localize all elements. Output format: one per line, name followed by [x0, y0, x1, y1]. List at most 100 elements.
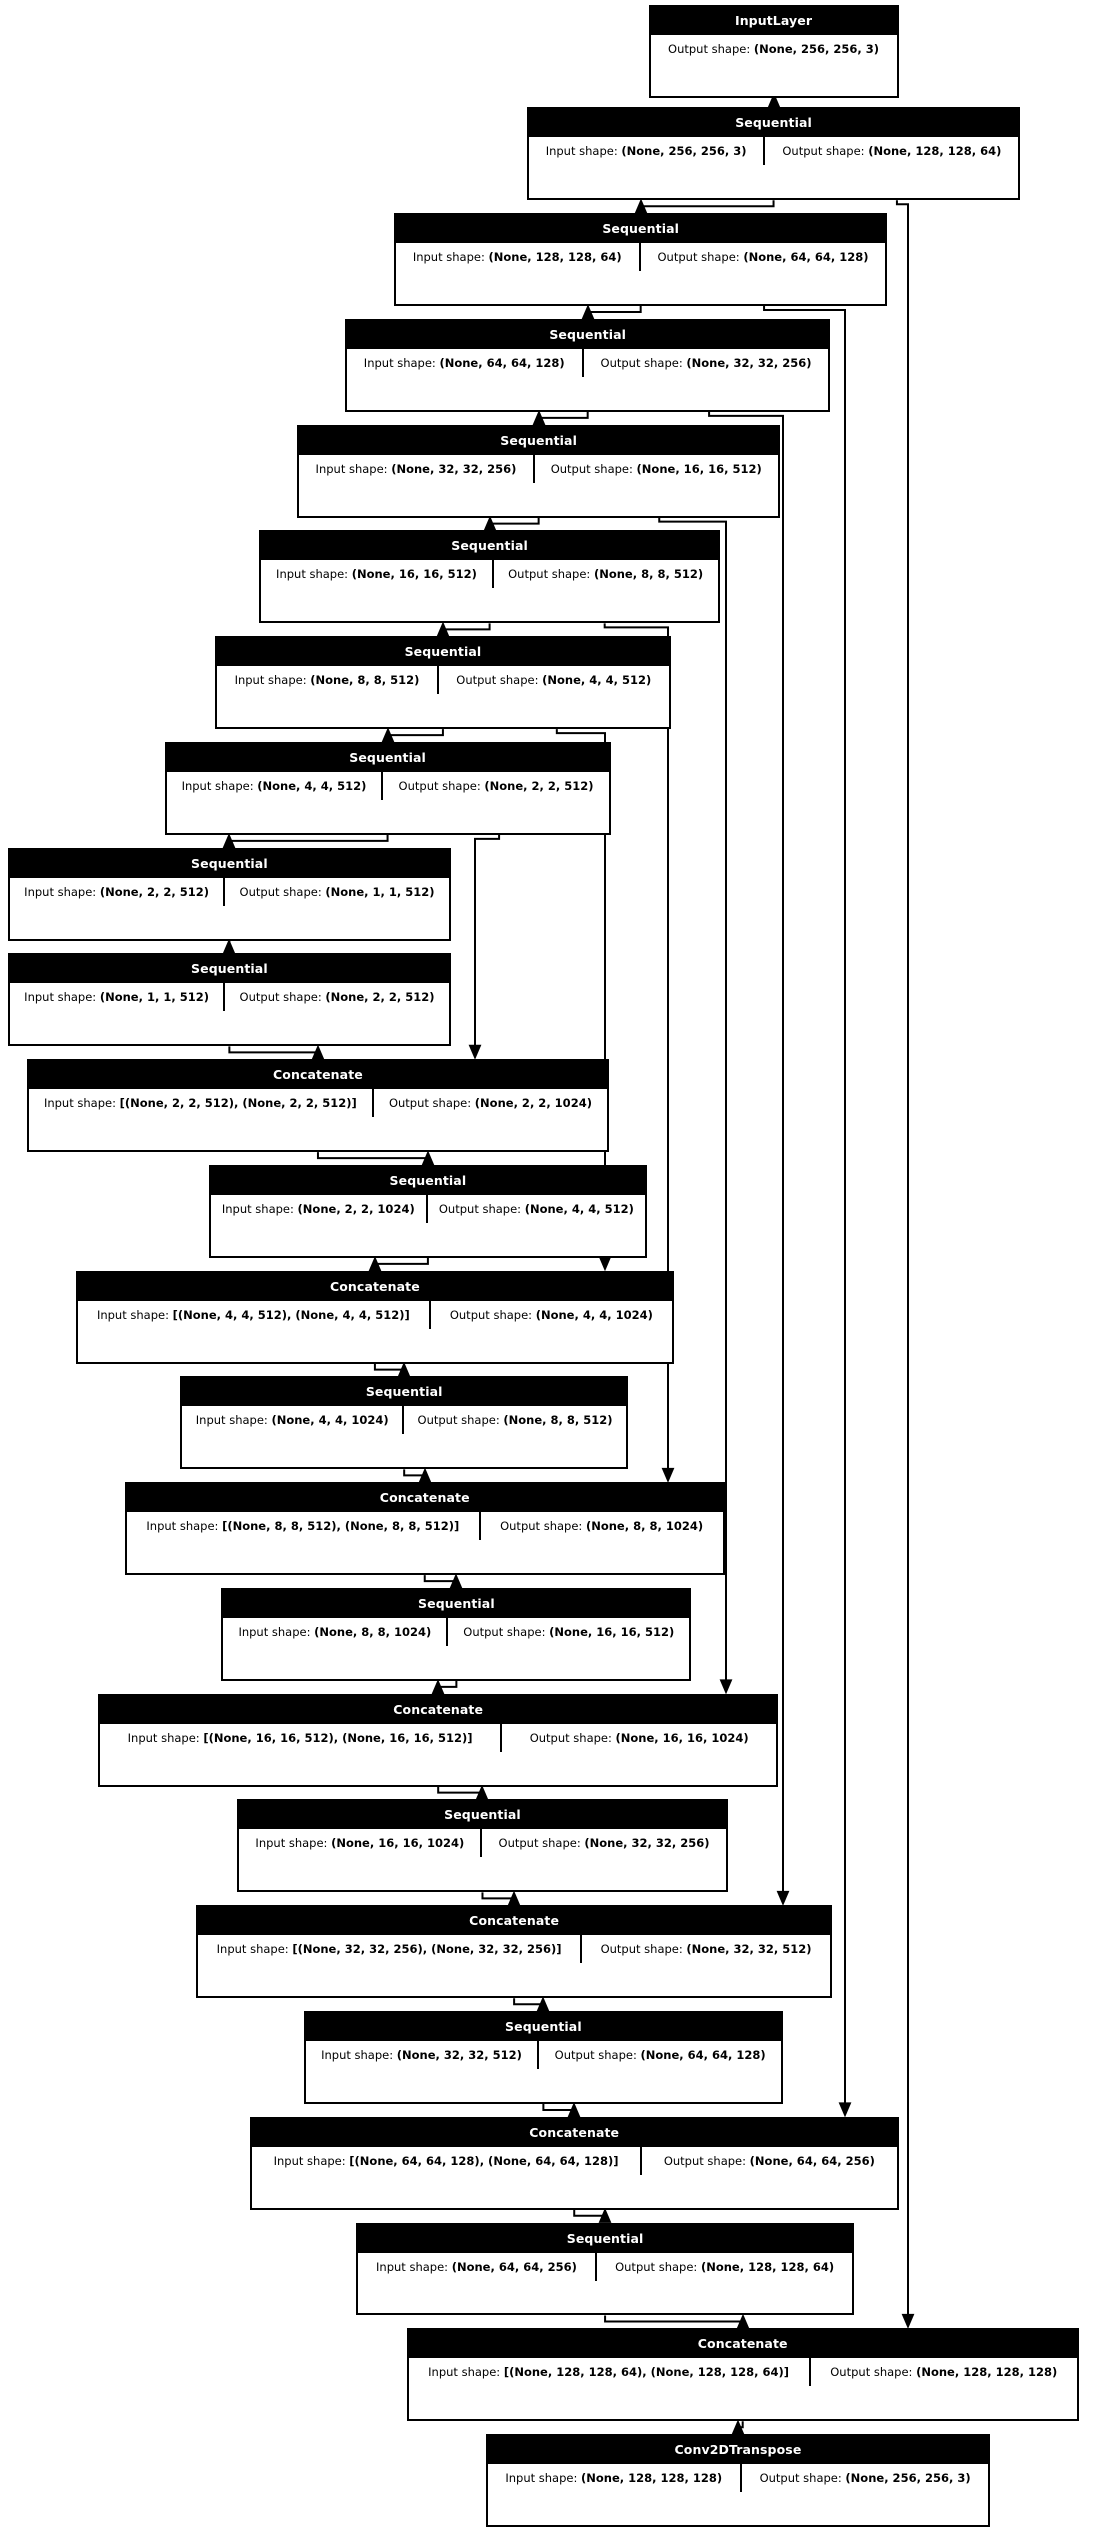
node-title: Concatenate	[126, 1484, 723, 1513]
input-shape-value: [(None, 4, 4, 512), (None, 4, 4, 512)]	[172, 1307, 410, 1322]
input-shape-label: Input shape:	[216, 1942, 293, 1957]
input-shape-label: Input shape:	[412, 250, 489, 265]
node-shapes: Input shape: (None, 32, 32, 512) Output s…	[305, 2041, 782, 2069]
node-output-shape: Output shape: (None, 2, 2, 1024)	[373, 1089, 608, 1118]
input-shape-value: (None, 4, 4, 1024)	[271, 1413, 389, 1428]
node-output-shape: Output shape: (None, 128, 128, 64)	[765, 137, 1019, 166]
node-shapes: Input shape: (None, 16, 16, 512)Output s…	[261, 560, 718, 589]
output-shape-value: (None, 2, 2, 1024)	[474, 1096, 592, 1111]
input-shape-label: Input shape:	[428, 2365, 504, 2380]
output-shape-value: (None, 256, 256, 3)	[845, 2471, 971, 2486]
node-output-shape: Output shape: (None, 4, 4, 512)	[427, 1194, 645, 1223]
input-shape-label: Input shape:	[43, 1096, 120, 1111]
output-shape-label: Output shape:	[600, 355, 683, 370]
output-shape-value: (None, 64, 64, 256)	[749, 2153, 875, 2168]
node-input-shape: Input shape: (None, 4, 4, 512)	[166, 771, 384, 800]
node-shapes: Input shape: [(None, 8, 8, 512), (None, …	[126, 1512, 723, 1541]
input-shape-value: [(None, 2, 2, 512), (None, 2, 2, 512)]	[119, 1096, 357, 1111]
node-input-shape: Input shape: (None, 2, 2, 512)	[9, 877, 226, 906]
input-shape-label: Input shape:	[363, 355, 440, 370]
input-shape-value: (None, 32, 32, 256)	[391, 461, 517, 476]
output-shape-label: Output shape:	[554, 2048, 637, 2062]
input-shape-value: [(None, 8, 8, 512), (None, 8, 8, 512)]	[222, 1519, 460, 1534]
node-input-shape: Input shape: (None, 128, 128, 64)	[395, 243, 641, 272]
node-shapes: Input shape: (None, 1, 1, 512)Output sha…	[9, 983, 449, 1012]
input-shape-label: Input shape:	[315, 461, 392, 476]
node-input-shape: Input shape: (None, 32, 32, 512)	[305, 2041, 540, 2069]
node-shapes: Input shape: [(None, 64, 64, 128), (None…	[251, 2146, 897, 2175]
output-shape-label: Output shape:	[663, 2153, 747, 2168]
output-shape-label: Output shape:	[449, 1307, 533, 1322]
output-shape-label: Output shape:	[615, 2259, 698, 2274]
input-shape-label: Input shape:	[545, 144, 622, 159]
node-output-shape: Output shape: (None, 2, 2, 512)	[383, 771, 609, 800]
output-shape-label: Output shape:	[759, 2471, 842, 2486]
node-shapes: Input shape: (None, 8, 8, 512)Output sha…	[217, 666, 669, 695]
edge-direct	[573, 2207, 612, 2223]
node-title: Concatenate	[198, 1907, 831, 1936]
input-shape-label: Input shape:	[221, 1201, 298, 1216]
node-title: Sequential	[305, 2013, 782, 2041]
node-output-shape: Output shape: (None, 32, 32, 512)	[582, 1935, 831, 1964]
node-output-shape: Output shape: (None, 8, 8, 512)	[404, 1406, 626, 1435]
node-shapes: Input shape: (None, 128, 128, 64)Output …	[395, 243, 886, 272]
node-shapes: Input shape: (None, 2, 2, 1024)Output sh…	[210, 1194, 645, 1223]
output-shape-value: (None, 64, 64, 128)	[743, 250, 869, 265]
node-input-shape: Input shape: (None, 4, 4, 1024)	[182, 1406, 405, 1435]
input-shape-value: (None, 4, 4, 512)	[257, 778, 367, 793]
input-shape-label: Input shape:	[127, 1730, 204, 1745]
node-title: Sequential	[9, 955, 449, 984]
node-shapes: Input shape: [(None, 4, 4, 512), (None, …	[77, 1300, 672, 1329]
input-shape-label: Input shape:	[276, 567, 352, 582]
node-title: Sequential	[239, 1801, 726, 1830]
output-shape-value: (None, 128, 128, 64)	[868, 144, 1002, 159]
node-title: Sequential	[299, 426, 778, 455]
node-shapes: Input shape: (None, 2, 2, 512)Output sha…	[9, 877, 449, 906]
node-shapes: Input shape: (None, 8, 8, 1024)Output sh…	[223, 1617, 690, 1646]
edge-direct	[483, 515, 540, 531]
input-shape-label: Input shape:	[321, 2048, 397, 2062]
output-shape-label: Output shape:	[529, 1730, 612, 1745]
output-shape-label: Output shape:	[668, 41, 751, 56]
input-shape-value: [(None, 128, 128, 64), (None, 128, 128, …	[503, 2365, 790, 2380]
node-input-shape: Input shape: [(None, 64, 64, 128), (None…	[251, 2146, 643, 2175]
input-shape-value: (None, 128, 128, 128)	[581, 2471, 723, 2486]
edge-direct	[581, 304, 642, 320]
edge-direct	[423, 1573, 463, 1589]
input-shape-label: Input shape:	[24, 884, 100, 899]
output-shape-label: Output shape:	[417, 1413, 500, 1428]
node-shapes: Input shape: [(None, 128, 128, 64), (Non…	[408, 2358, 1077, 2387]
input-shape-value: [(None, 16, 16, 512), (None, 16, 16, 512…	[203, 1730, 473, 1745]
output-shape-value: (None, 8, 8, 512)	[503, 1413, 613, 1428]
node-output-shape: Output shape: (None, 128, 128, 64)	[596, 2252, 853, 2281]
node-input-shape: Input shape: (None, 16, 16, 1024)	[239, 1829, 483, 1858]
node-title: Concatenate	[28, 1061, 608, 1090]
input-shape-value: (None, 8, 8, 1024)	[314, 1624, 432, 1639]
edge-direct	[431, 1679, 458, 1695]
edge-direct	[228, 1044, 325, 1060]
node-shapes: Input shape: (None, 32, 32, 256)Output s…	[299, 454, 778, 483]
node-shapes: Input shape: (None, 16, 16, 1024)Output …	[239, 1829, 726, 1858]
node-title: Concatenate	[408, 2330, 1077, 2359]
node-title: Sequential	[9, 849, 449, 878]
input-shape-value: (None, 64, 64, 256)	[451, 2259, 577, 2274]
output-shape-value: (None, 256, 256, 3)	[753, 41, 880, 56]
output-shape-value: (None, 2, 2, 512)	[325, 990, 435, 1005]
edge-direct	[373, 1361, 411, 1377]
node-title: Concatenate	[251, 2118, 897, 2147]
output-shape-label: Output shape:	[239, 990, 322, 1005]
node-title: Sequential	[210, 1166, 645, 1195]
node-title: Sequential	[395, 215, 886, 244]
